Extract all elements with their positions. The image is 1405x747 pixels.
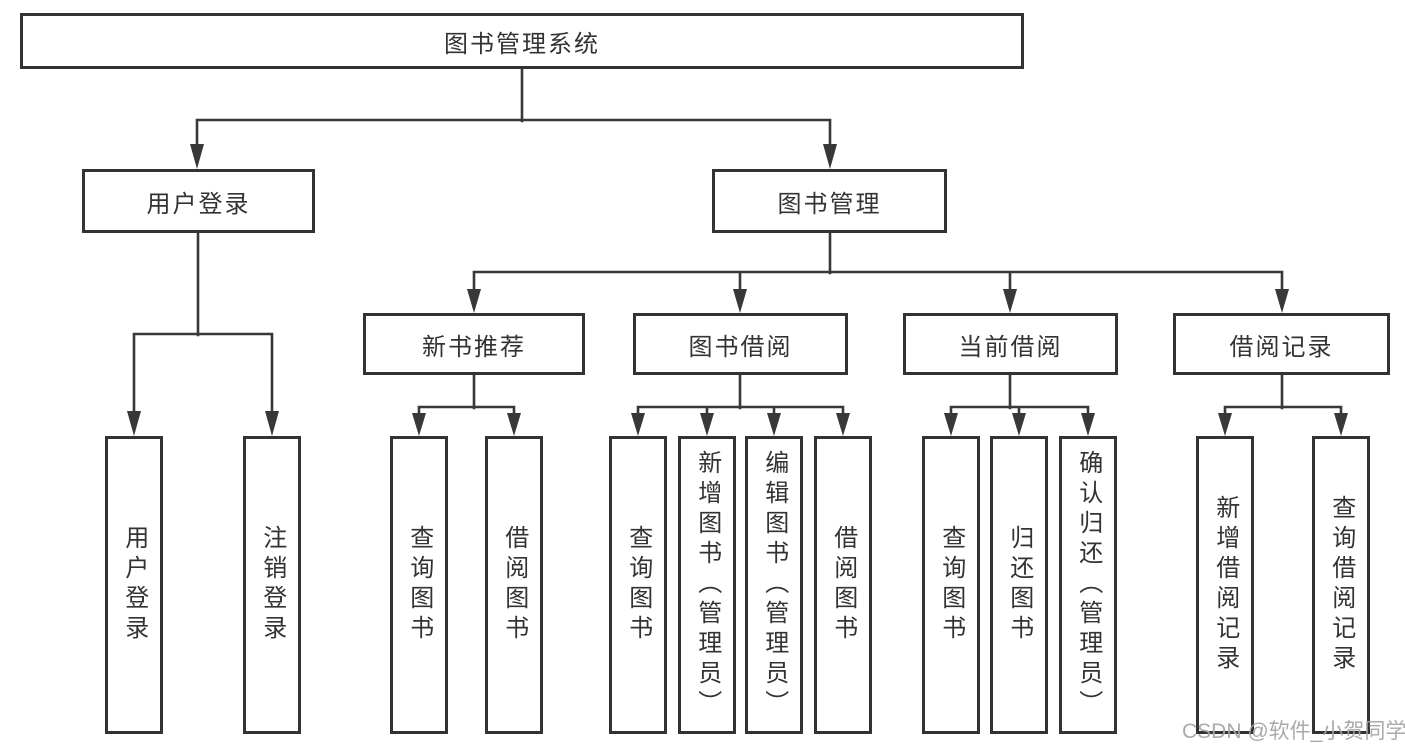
- leaf-label: 查询图书: [405, 525, 433, 645]
- leaf-logout: 注销登录: [243, 436, 301, 734]
- leaf-borrow-add-books-admin: 新增图书（管理员）: [678, 436, 736, 734]
- leaf-current-query-books: 查询图书: [922, 436, 980, 734]
- node-current-borrow: 当前借阅: [903, 313, 1118, 375]
- leaf-label: 新增图书（管理员）: [693, 450, 721, 720]
- node-user-login: 用户登录: [82, 169, 315, 233]
- node-book-management: 图书管理: [712, 169, 947, 233]
- leaf-label: 借阅图书: [500, 525, 528, 645]
- leaf-borrow-edit-books-admin: 编辑图书（管理员）: [745, 436, 803, 734]
- leaf-label: 借阅图书: [829, 525, 857, 645]
- leaf-label: 查询借阅记录: [1327, 495, 1355, 675]
- node-root: 图书管理系统: [20, 13, 1024, 69]
- leaf-label: 归还图书: [1005, 525, 1033, 645]
- node-book-borrow: 图书借阅: [633, 313, 848, 375]
- leaf-borrow-query-books: 查询图书: [609, 436, 667, 734]
- leaf-current-confirm-return-admin: 确认归还（管理员）: [1059, 436, 1117, 734]
- watermark: CSDN @软件_小贺同学: [1182, 720, 1405, 743]
- leaf-records-query-record: 查询借阅记录: [1312, 436, 1370, 734]
- leaf-label: 查询图书: [624, 525, 652, 645]
- node-new-book-recommend: 新书推荐: [363, 313, 585, 375]
- leaf-label: 查询图书: [937, 525, 965, 645]
- leaf-borrow-borrow-books: 借阅图书: [814, 436, 872, 734]
- leaf-recommend-borrow-books: 借阅图书: [485, 436, 543, 734]
- node-borrow-records: 借阅记录: [1173, 313, 1390, 375]
- leaf-label: 编辑图书（管理员）: [760, 450, 788, 720]
- leaf-label: 确认归还（管理员）: [1074, 450, 1102, 720]
- leaf-label: 注销登录: [258, 525, 286, 645]
- leaf-label: 用户登录: [120, 525, 148, 645]
- leaf-label: 新增借阅记录: [1211, 495, 1239, 675]
- arrowheads: [127, 144, 1348, 436]
- leaf-current-return-books: 归还图书: [990, 436, 1048, 734]
- leaf-records-add-record: 新增借阅记录: [1196, 436, 1254, 734]
- leaf-user-login: 用户登录: [105, 436, 163, 734]
- leaf-recommend-query-books: 查询图书: [390, 436, 448, 734]
